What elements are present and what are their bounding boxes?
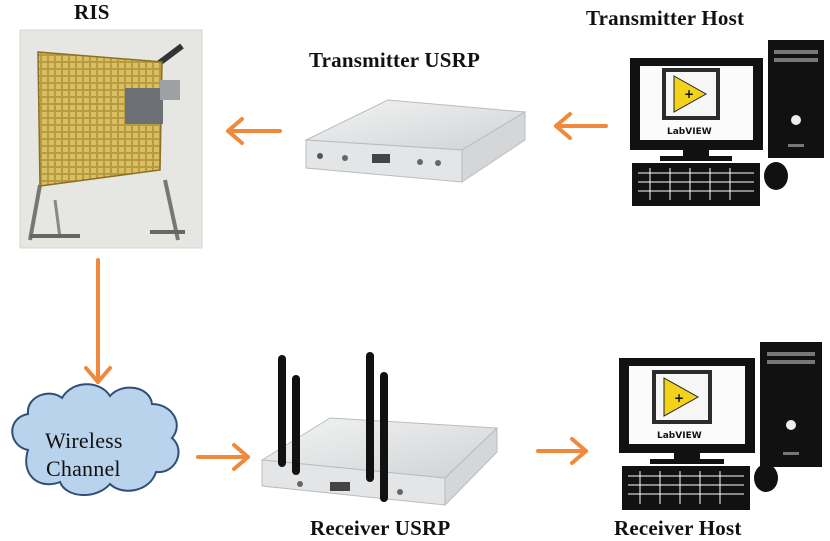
svg-text:+: + (684, 87, 694, 101)
arrow-ris-to-channel (84, 258, 112, 384)
software-logo-text: LabVIEW (667, 127, 712, 137)
antenna-icon (292, 375, 300, 475)
wireless-channel-label-line2: Channel (46, 456, 121, 481)
software-logo-text: LabVIEW (657, 431, 702, 441)
arrow-host-to-tx-usrp (554, 112, 608, 140)
wireless-channel-label-line1: Wireless (45, 428, 123, 453)
transmitter-host-computer: + LabVIEW (630, 40, 824, 206)
ris-panel (37, 51, 163, 187)
receiver-host-computer: + LabVIEW (619, 342, 822, 510)
ris-image (19, 29, 203, 249)
antenna-icon (380, 372, 388, 502)
antenna-icon (278, 355, 286, 467)
receiver-host-label: Receiver Host (614, 516, 742, 540)
receiver-usrp-device (260, 352, 499, 507)
antenna-icon (366, 352, 374, 482)
ris-label: RIS (74, 0, 110, 24)
arrow-tx-usrp-to-ris (226, 117, 282, 145)
transmitter-host-label: Transmitter Host (586, 6, 745, 30)
receiver-usrp-label: Receiver USRP (310, 516, 451, 540)
arrow-channel-to-rx-usrp (196, 443, 250, 471)
wireless-channel-cloud (11, 383, 180, 497)
horn-antenna (125, 88, 163, 124)
arrow-rx-usrp-to-host (536, 437, 588, 465)
transmitter-usrp-device (304, 99, 527, 183)
svg-text:+: + (674, 391, 684, 405)
transmitter-usrp-label: Transmitter USRP (309, 48, 480, 72)
